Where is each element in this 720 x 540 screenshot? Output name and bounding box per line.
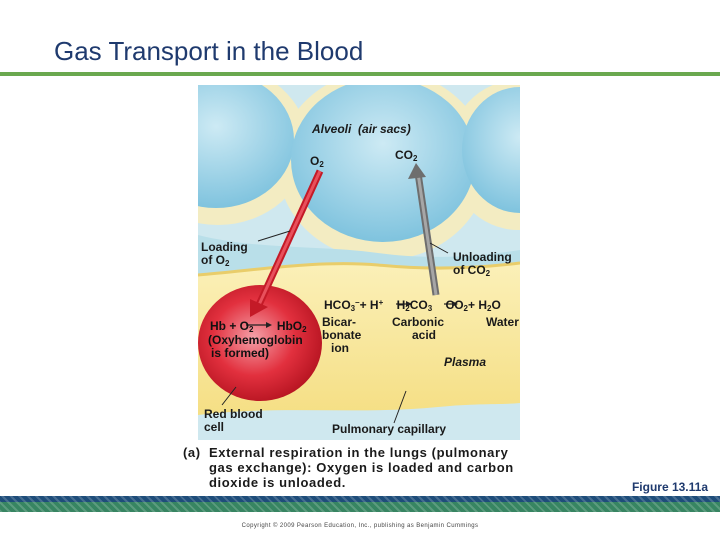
co2-arrow [408,163,440,296]
copyright-notice: Copyright © 2009 Pearson Education, Inc.… [241,523,479,529]
bicarbonate-ion-label: Bicar- bonate ion [322,315,362,355]
footer-bar [0,496,720,512]
caption-line-2: gas exchange): Oxygen is loaded and carb… [209,460,514,475]
alveolar-o2-label: O2 [310,154,324,169]
unloading-leader [429,242,449,254]
pulmonary-capillary-label: Pulmonary capillary [332,422,447,436]
capillary-leader [393,390,407,424]
unloading-co2-label: Unloading of CO2 [453,250,512,278]
slide-title: Gas Transport in the Blood [54,36,364,66]
loading-leader [257,230,291,242]
o2-arrow [250,169,324,317]
bicarbonate-equation: HCO3–+ H+ H2CO3 CO2+ H2O [324,298,501,313]
capillary-wall-lower [198,403,520,440]
caption-line-1: External respiration in the lungs (pulmo… [209,445,509,460]
red-blood-cell [198,285,322,401]
alveoli-label: Alveoli (air sacs) [312,122,411,136]
alveolar-co2-label: CO2 [395,148,418,163]
rbc-reaction: Hb + O2 HbO2 [210,319,307,334]
gas-exchange-diagram: Alveoli (air sacs) O2 CO2 Loading of O2 … [128,65,588,440]
figure-number: Figure 13.11a [631,480,708,494]
plasma-label: Plasma [444,355,487,369]
carbonic-acid-label: Carbonic acid [392,315,445,342]
oxyhemoglobin-note: (Oxyhemoglobin is formed) [208,333,303,360]
water-label: Water [486,315,519,329]
title-divider [0,72,720,76]
red-blood-cell-label: Red blood cell [204,407,263,434]
caption-tag: (a) [183,445,201,460]
loading-o2-label: Loading of O2 [201,240,248,268]
alveolus-main [291,78,475,242]
rbc-leader [221,386,237,406]
diagram-illustration [128,65,588,440]
caption-line-3: dioxide is unloaded. [209,475,346,490]
